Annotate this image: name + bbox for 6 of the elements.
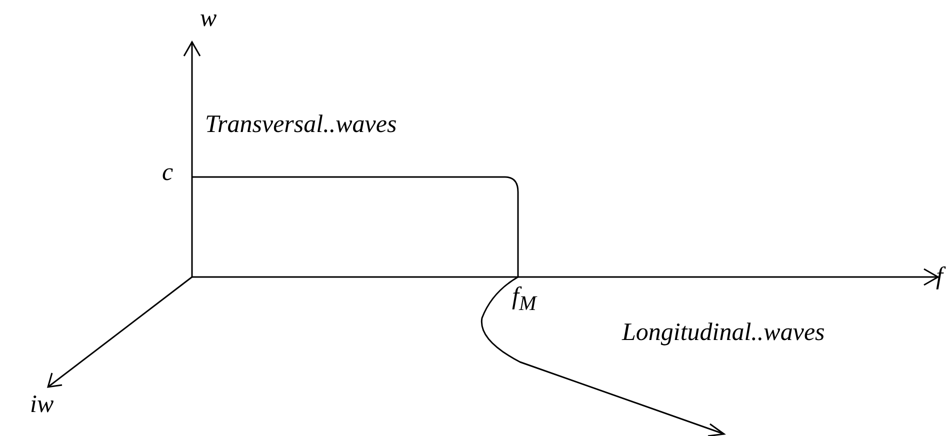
curve-label: Transversal..waves (205, 112, 397, 137)
axis-tick-label: f$_{M}$ (512, 284, 536, 314)
axis-label: iw (30, 392, 54, 417)
axis-label: w (200, 6, 217, 31)
curve-label: Longitudinal..waves (622, 320, 825, 345)
axis-tick-label: c (162, 160, 174, 185)
